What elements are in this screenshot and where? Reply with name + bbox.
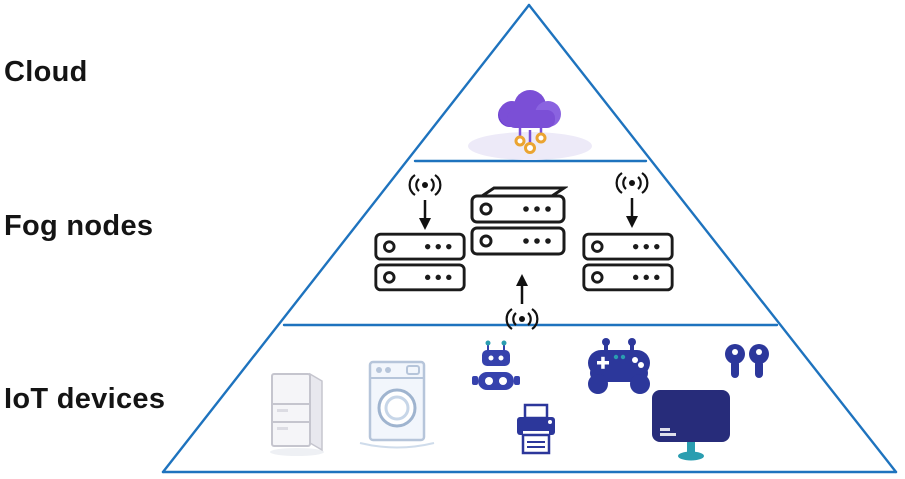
wireless-signal-down-icon [408, 174, 442, 230]
layer-label-fog-nodes: Fog nodes [4, 210, 154, 242]
server-stack-icon [470, 186, 568, 256]
monitor-icon [652, 390, 730, 461]
pyramid-left-edge [161, 3, 531, 474]
layer-label-iot-devices: IoT devices [4, 383, 166, 415]
pyramid-right-edge [527, 3, 898, 474]
game-controller-icon [588, 338, 650, 394]
wireless-signal-up-icon [505, 274, 539, 330]
layer-label-cloud: Cloud [4, 56, 88, 88]
cloud-shape [498, 90, 561, 128]
server-stack-icon [374, 232, 466, 292]
printer-icon [517, 403, 555, 455]
refrigerator-icon [270, 372, 324, 456]
washing-machine-icon [359, 360, 435, 449]
cloud-node-dots [514, 132, 547, 154]
server-stack-icon [582, 232, 674, 292]
robot-toy-icon [472, 340, 520, 390]
cloud-iot-icon [468, 90, 592, 160]
wireless-signal-down-icon [615, 172, 649, 228]
earbuds-icon [725, 344, 769, 378]
